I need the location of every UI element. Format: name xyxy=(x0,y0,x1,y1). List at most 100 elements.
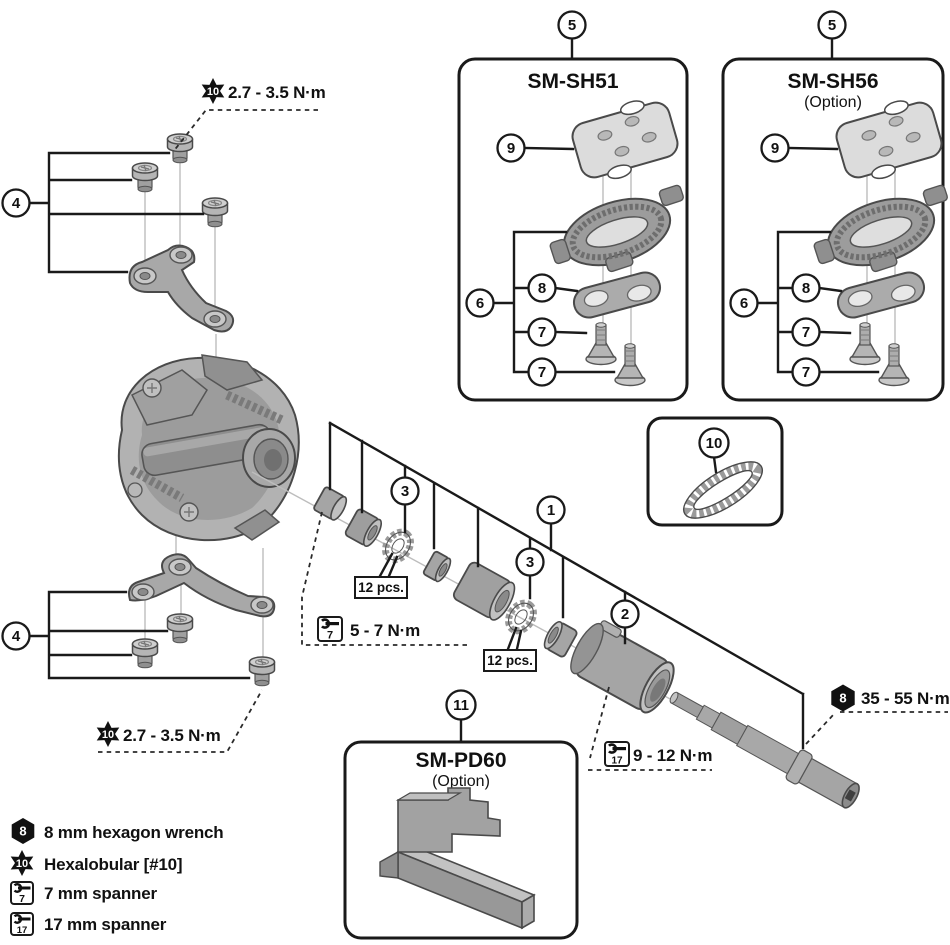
svg-text:17: 17 xyxy=(17,925,28,936)
dash-locknut xyxy=(301,511,468,646)
torque-body: 17 9 - 12 N·m xyxy=(604,741,713,767)
pcs-label-2: 12 pcs. xyxy=(483,649,537,672)
cage-bracket-bottom xyxy=(27,590,251,680)
callout-4-top: 4 xyxy=(1,188,31,218)
pcs-pointer-1 xyxy=(378,552,399,578)
callout-10: 10 xyxy=(698,427,730,459)
hex-8-icon: 8 xyxy=(11,818,35,844)
svg-text:6: 6 xyxy=(740,295,748,312)
sm-sh56-title: SM-SH56 xyxy=(787,70,878,93)
hexalobular-10-icon: 10 xyxy=(201,78,225,104)
sm-sh56-subtitle: (Option) xyxy=(804,94,862,111)
svg-text:3: 3 xyxy=(401,483,409,500)
callout-3-second: 3 xyxy=(515,547,545,577)
callout-6-sh56: 6 xyxy=(729,288,759,318)
spanner-17-icon: 17 xyxy=(10,912,34,936)
spanner-7-icon: 7 xyxy=(317,616,343,642)
svg-text:10: 10 xyxy=(706,435,723,452)
hexalobular-10-icon: 10 xyxy=(10,850,34,876)
sm-sh51-title: SM-SH51 xyxy=(527,70,618,93)
svg-text:11: 11 xyxy=(453,697,469,714)
axle-body-unit xyxy=(570,620,675,714)
legend-hexalobular-label: Hexalobular [#10] xyxy=(44,855,182,874)
callout-7a-sh56: 7 xyxy=(791,317,821,347)
svg-text:2: 2 xyxy=(621,606,629,623)
callout-3-first: 3 xyxy=(390,476,420,506)
callout-4-bottom: 4 xyxy=(1,621,31,651)
chain-peg-leader xyxy=(712,455,718,474)
svg-text:8: 8 xyxy=(19,824,26,839)
ball-ring-1 xyxy=(380,527,415,564)
svg-text:7: 7 xyxy=(802,364,810,381)
callout-6-sh51: 6 xyxy=(465,288,495,318)
reflector-part xyxy=(379,787,536,930)
svg-text:2.7 - 3.5 N·m: 2.7 - 3.5 N·m xyxy=(123,726,221,745)
svg-text:9: 9 xyxy=(771,140,779,157)
svg-text:7: 7 xyxy=(538,324,546,341)
dash-body xyxy=(588,686,712,771)
svg-text:3: 3 xyxy=(526,554,534,571)
svg-text:4: 4 xyxy=(12,195,21,212)
legend-spanner7-label: 7 mm spanner xyxy=(44,884,157,903)
svg-text:10: 10 xyxy=(102,729,114,741)
assembly-bracket-1 xyxy=(328,421,805,750)
sm-pd60-title: SM-PD60 xyxy=(415,749,506,772)
chain-peg-part xyxy=(683,461,763,519)
svg-text:9 - 12 N·m: 9 - 12 N·m xyxy=(633,746,712,765)
pcs-pointer-2 xyxy=(506,626,523,651)
callout-9-sh51: 9 xyxy=(496,133,526,163)
hexalobular-10-icon: 10 xyxy=(96,721,120,747)
torque-bottom-left: 10 2.7 - 3.5 N·m xyxy=(96,721,221,747)
axle-sleeve xyxy=(452,561,516,621)
svg-text:7: 7 xyxy=(19,893,25,905)
dash-top-left xyxy=(172,109,318,153)
svg-text:5 - 7 N·m: 5 - 7 N·m xyxy=(350,621,420,640)
cleat-bracket-sh51 xyxy=(491,37,616,374)
cage-bracket-top xyxy=(27,151,205,274)
callout-2: 2 xyxy=(610,599,640,629)
svg-text:7: 7 xyxy=(538,364,546,381)
svg-text:7: 7 xyxy=(802,324,810,341)
callout-9-sh56: 9 xyxy=(760,133,790,163)
callout-8-sh51: 8 xyxy=(527,273,557,303)
callout-5-sh56: 5 xyxy=(817,10,847,40)
pedal-spindle xyxy=(669,691,860,809)
axle-spacer-ring xyxy=(422,550,452,583)
callout-11: 11 xyxy=(445,689,477,721)
spanner-7-icon: 7 xyxy=(10,881,34,905)
axle-locknut xyxy=(313,486,348,521)
hex-8-icon: 8 xyxy=(831,684,855,712)
svg-text:6: 6 xyxy=(476,295,484,312)
callout-7b-sh51: 7 xyxy=(527,357,557,387)
axle-cup xyxy=(543,620,578,658)
svg-text:35 - 55 N·m: 35 - 55 N·m xyxy=(861,689,950,708)
pcs-label-1: 12 pcs. xyxy=(354,576,408,599)
svg-text:1: 1 xyxy=(547,502,555,519)
svg-text:2.7 - 3.5 N·m: 2.7 - 3.5 N·m xyxy=(228,83,326,102)
svg-text:7: 7 xyxy=(327,630,333,642)
legend-spanner17-label: 17 mm spanner xyxy=(44,915,167,934)
svg-text:9: 9 xyxy=(507,140,515,157)
svg-text:12 pcs.: 12 pcs. xyxy=(358,580,404,595)
torque-locknut: 7 5 - 7 N·m xyxy=(317,616,420,642)
svg-text:8: 8 xyxy=(802,280,810,297)
callout-1: 1 xyxy=(536,495,566,525)
spanner-17-icon: 17 xyxy=(604,741,630,767)
callout-7b-sh56: 7 xyxy=(791,357,821,387)
cage-plate-bottom xyxy=(128,520,276,664)
sm-pd60-subtitle: (Option) xyxy=(432,773,490,790)
svg-text:17: 17 xyxy=(611,756,623,767)
callout-8-sh56: 8 xyxy=(791,273,821,303)
svg-text:4: 4 xyxy=(12,628,21,645)
tool-legend: 8 8 mm hexagon wrench 10 Hexalobular [#1… xyxy=(10,818,224,936)
callout-5-sh51: 5 xyxy=(557,10,587,40)
svg-text:10: 10 xyxy=(16,858,28,870)
legend-hex8-label: 8 mm hexagon wrench xyxy=(44,823,223,842)
pedal-body xyxy=(117,354,300,542)
svg-text:8: 8 xyxy=(538,280,546,297)
dash-bottom-left xyxy=(98,689,263,753)
svg-text:5: 5 xyxy=(568,17,576,34)
torque-top-left: 10 2.7 - 3.5 N·m xyxy=(201,78,326,104)
